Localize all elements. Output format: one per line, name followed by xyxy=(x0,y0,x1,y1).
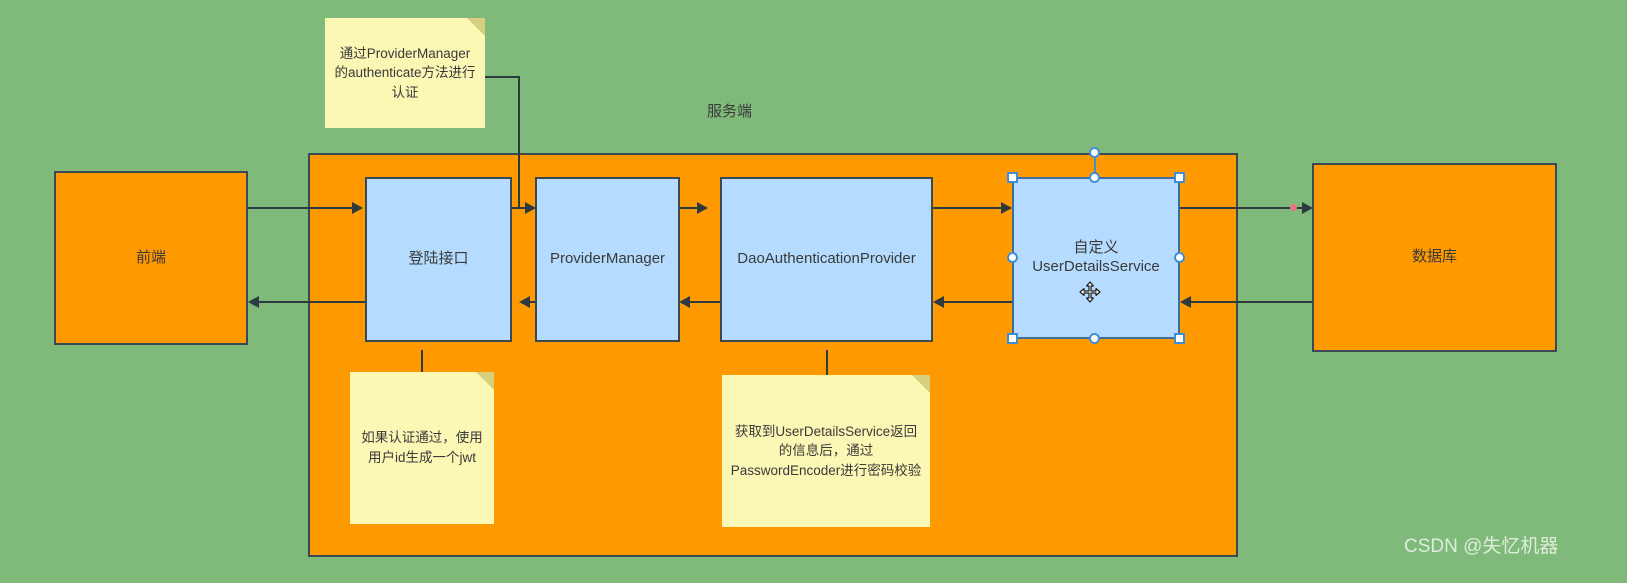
csdn-watermark: CSDN @失忆机器 xyxy=(1404,536,1559,557)
node-dao-auth-provider-label: DaoAuthenticationProvider xyxy=(737,250,916,268)
arrowhead-login-to-frontend xyxy=(248,296,259,308)
connector-database-to-userdetailsservice xyxy=(1190,301,1313,303)
node-login-api-label: 登陆接口 xyxy=(408,250,469,268)
connector-login-to-jwt-note xyxy=(421,350,423,392)
server-group-label: 服务端 xyxy=(707,103,753,120)
arrowhead-dao-to-userdetailsservice xyxy=(1001,202,1012,214)
note-jwt-text: 如果认证通过，使用用户id生成一个jwt xyxy=(361,430,483,465)
resize-handle-top-right[interactable] xyxy=(1174,172,1185,183)
resize-handle-bottom-left[interactable] xyxy=(1007,333,1018,344)
arrowhead-dao-to-providermanager xyxy=(679,296,690,308)
connector-note-providermanager-h xyxy=(480,76,520,78)
note-fold-corner-icon xyxy=(476,372,494,390)
resize-handle-bottom-right[interactable] xyxy=(1174,333,1185,344)
rotate-handle[interactable] xyxy=(1089,147,1100,158)
node-database-label: 数据库 xyxy=(1411,248,1457,266)
node-provider-manager[interactable]: ProviderManager xyxy=(535,177,680,342)
connector-dao-to-userdetailsservice xyxy=(933,207,1011,209)
note-fold-corner-icon xyxy=(467,18,485,36)
node-custom-userdetailsservice[interactable]: 自定义 UserDetailsService xyxy=(1012,177,1180,339)
node-dao-auth-provider[interactable]: DaoAuthenticationProvider xyxy=(720,177,933,342)
connector-dao-to-encoder-note xyxy=(826,350,828,392)
note-fold-corner-icon xyxy=(912,375,930,393)
note-password-encoder[interactable]: 获取到UserDetailsService返回的信息后，通过PasswordEn… xyxy=(722,375,930,527)
node-provider-manager-label: ProviderManager xyxy=(549,250,666,268)
node-database[interactable]: 数据库 xyxy=(1312,163,1557,352)
rotation-handle-line xyxy=(1094,152,1096,178)
connector-userdetailsservice-to-database xyxy=(1180,207,1310,209)
connector-note-providermanager-v xyxy=(518,76,520,209)
move-cursor-icon xyxy=(1079,281,1101,303)
arrowhead-providermanager-to-login xyxy=(519,296,530,308)
connector-userdetailsservice-to-dao xyxy=(944,301,1012,303)
node-frontend-label: 前端 xyxy=(135,248,166,266)
connector-login-to-frontend xyxy=(255,301,365,303)
connector-frontend-to-login xyxy=(248,207,358,209)
resize-handle-middle-right[interactable] xyxy=(1174,252,1185,263)
note-password-encoder-text: 获取到UserDetailsService返回的信息后，通过PasswordEn… xyxy=(730,423,922,478)
note-jwt[interactable]: 如果认证通过，使用用户id生成一个jwt xyxy=(350,372,494,524)
note-provider-manager[interactable]: 通过ProviderManager的authenticate方法进行认证 xyxy=(325,18,485,128)
arrowhead-userdetailsservice-to-database xyxy=(1302,202,1313,214)
connector-login-to-providermanager xyxy=(512,207,534,209)
arrowhead-frontend-to-login xyxy=(352,202,363,214)
connector-endpoint-dot[interactable] xyxy=(1290,204,1297,211)
node-login-api[interactable]: 登陆接口 xyxy=(365,177,512,342)
arrowhead-providermanager-to-dao xyxy=(697,202,708,214)
resize-handle-top-center[interactable] xyxy=(1089,172,1100,183)
arrowhead-database-to-userdetailsservice xyxy=(1180,296,1191,308)
resize-handle-top-left[interactable] xyxy=(1007,172,1018,183)
arrowhead-login-to-providermanager xyxy=(525,202,536,214)
connector-dao-to-providermanager xyxy=(690,301,720,303)
connector-providermanager-to-dao xyxy=(679,207,703,209)
arrowhead-userdetailsservice-to-dao xyxy=(933,296,944,308)
node-frontend[interactable]: 前端 xyxy=(54,171,248,345)
node-custom-userdetailsservice-label: 自定义 UserDetailsService xyxy=(1032,239,1160,275)
resize-handle-middle-left[interactable] xyxy=(1007,252,1018,263)
resize-handle-bottom-center[interactable] xyxy=(1089,333,1100,344)
note-provider-manager-text: 通过ProviderManager的authenticate方法进行认证 xyxy=(334,45,476,100)
